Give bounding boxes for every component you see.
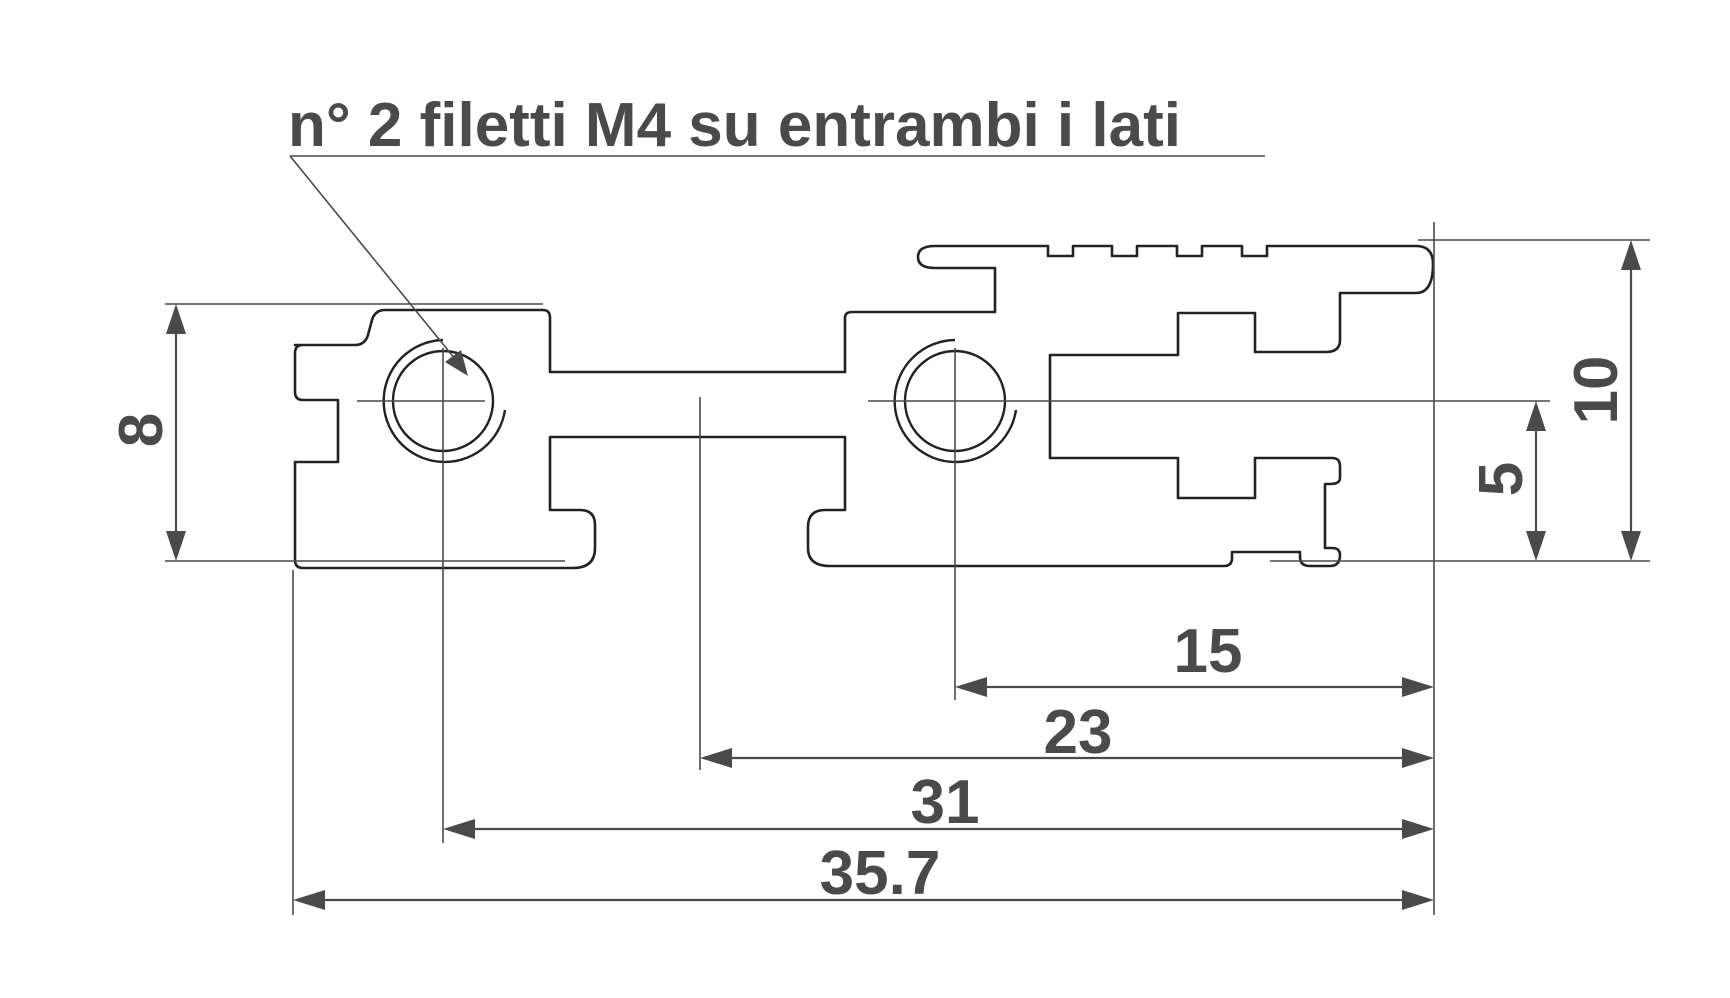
arrow-10-top: [1621, 240, 1641, 270]
arrow-23-right: [1402, 748, 1434, 768]
dim-label-31: 31: [911, 768, 980, 837]
left-thread-hole-outer: [382, 338, 507, 464]
arrow-15-left: [955, 677, 987, 697]
arrow-8-top: [166, 304, 186, 334]
arrow-10-bottom: [1621, 531, 1641, 561]
dim-label-8: 8: [107, 413, 176, 447]
dim-label-15: 15: [1174, 617, 1243, 686]
arrow-5-top: [1526, 401, 1546, 431]
left-block-outline: [293, 244, 1435, 570]
dim-label-23: 23: [1044, 698, 1113, 767]
note-leader-line: [289, 155, 461, 366]
arrow-31-left: [443, 819, 475, 839]
arrow-15-right: [1402, 677, 1434, 697]
arrow-23-left: [700, 748, 732, 768]
thread-note-label: n° 2 filetti M4 su entrambi i lati: [288, 91, 1181, 160]
note-leader-arrow: [445, 350, 468, 376]
arrow-35-7-left: [293, 890, 325, 910]
dim-label-5: 5: [1467, 462, 1536, 496]
arrow-31-right: [1402, 819, 1434, 839]
arrow-35-7-right: [1402, 890, 1434, 910]
dim-label-10: 10: [1562, 356, 1631, 425]
right-thread-hole-outer: [893, 338, 1018, 464]
dim-label-35-7: 35.7: [820, 839, 941, 908]
arrow-5-bottom: [1526, 531, 1546, 561]
arrow-8-bottom: [166, 531, 186, 561]
